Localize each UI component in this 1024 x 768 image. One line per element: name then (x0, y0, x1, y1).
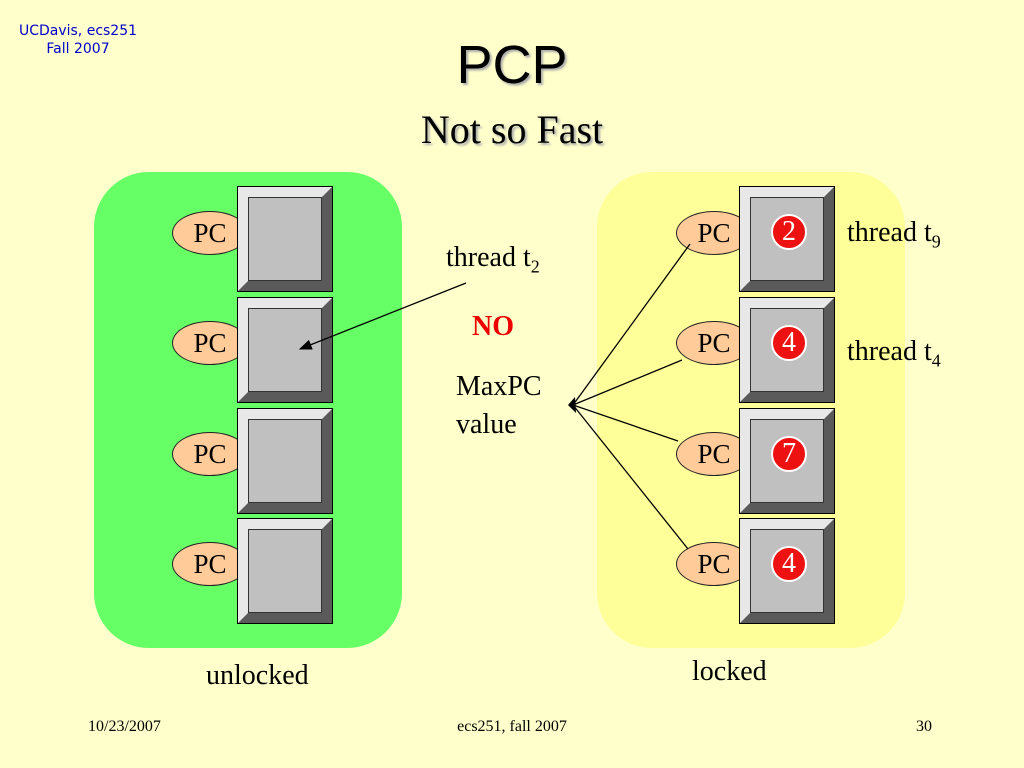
pc-oval: PC (676, 542, 752, 586)
pc-oval: PC (676, 432, 752, 476)
slide-subtitle: Not so Fast (420, 107, 604, 152)
pc-oval: PC (676, 321, 752, 365)
maxpc-value-label: MaxPC value (456, 371, 542, 440)
thread-t9-label: thread t9 (847, 217, 941, 252)
maxpc-point-icon (568, 397, 576, 413)
slide-title: PCP (456, 35, 568, 95)
corner-line-1: UCDavis, ecs251 (18, 23, 138, 39)
thread-t4-label: thread t4 (847, 336, 941, 371)
unlocked-lock-box (237, 297, 333, 403)
locked-lock-box: 7 (739, 408, 835, 514)
unlocked-lock-box (237, 518, 333, 624)
footer-date: 10/23/2007 (88, 718, 161, 735)
maxpc-line-2 (572, 359, 683, 406)
lock-value-badge: 4 (771, 546, 807, 582)
course-corner-label: UCDavis, ecs251 Fall 2007 (8, 22, 148, 58)
thread-t2-arrow (298, 282, 467, 350)
maxpc-line-1 (572, 243, 691, 406)
maxpc-line-3 (572, 404, 679, 442)
pc-oval: PC (172, 211, 248, 255)
locked-label: locked (692, 656, 767, 687)
footer-course: ecs251, fall 2007 (457, 718, 567, 735)
unlocked-lock-box (237, 186, 333, 292)
locked-lock-box: 4 (739, 297, 835, 403)
corner-line-2: Fall 2007 (46, 41, 110, 57)
no-label: NO (472, 311, 514, 342)
pc-oval: PC (172, 542, 248, 586)
unlocked-label: unlocked (206, 660, 309, 691)
pc-oval: PC (172, 321, 248, 365)
footer-page-number: 30 (916, 718, 932, 735)
locked-lock-box: 2 (739, 186, 835, 292)
lock-value-badge: 4 (771, 325, 807, 361)
maxpc-line-4 (572, 404, 689, 550)
lock-value-badge: 7 (771, 436, 807, 472)
thread-t2-label: thread t2 (446, 242, 540, 277)
unlocked-lock-box (237, 408, 333, 514)
pc-oval: PC (676, 211, 752, 255)
locked-lock-box: 4 (739, 518, 835, 624)
lock-value-badge: 2 (771, 214, 807, 250)
